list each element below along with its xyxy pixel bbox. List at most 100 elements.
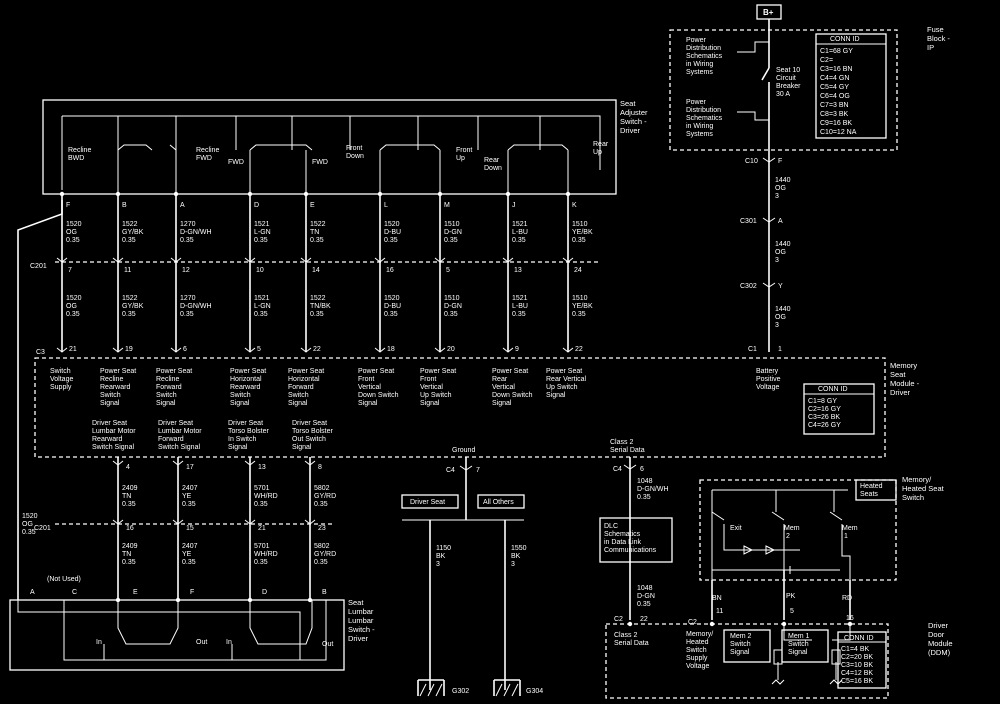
c201-pin: 16 <box>386 267 394 274</box>
svg-text:BK: BK <box>436 553 446 560</box>
svg-text:Lumbar: Lumbar <box>348 616 374 625</box>
door-module-serial-label: Class 2 Serial Data <box>614 632 649 647</box>
battery-chain: C10 F 1440 OG 3 C301 A 1440 OG 3 C302 Y … <box>740 158 791 353</box>
switch-pin-letter: D <box>254 202 259 209</box>
module-conn-row: C2=16 GY <box>808 406 841 413</box>
svg-text:Seat: Seat <box>348 598 364 607</box>
svg-text:3: 3 <box>775 193 779 200</box>
heated-mem2-label: Mem 2 <box>784 525 800 540</box>
svg-text:Rear: Rear <box>593 141 609 148</box>
wire-label-mid: D-GN/WH <box>180 303 212 310</box>
module-terminal <box>56 347 68 353</box>
module-lumbar-signal-label: Forward <box>158 436 184 443</box>
svg-text:Down: Down <box>346 153 364 160</box>
ground-pin: 7 <box>476 467 480 474</box>
c201-terminal <box>244 257 256 263</box>
module-signal-label: Rearward <box>230 384 260 391</box>
c1-pin: 1 <box>778 346 782 353</box>
module-c3-label: C3 <box>36 349 45 356</box>
wire-label-top: 1522 <box>310 221 326 228</box>
door-conn-row: C2=20 BK <box>841 654 873 661</box>
switch-pin-letter: E <box>310 202 315 209</box>
svg-text:1: 1 <box>844 533 848 540</box>
c301-label: C301 <box>740 218 757 225</box>
svg-text:Heated Seat: Heated Seat <box>902 484 945 493</box>
module-pin: 22 <box>575 346 583 353</box>
switch-pin <box>247 191 253 197</box>
svg-text:1048: 1048 <box>637 585 653 592</box>
wire-label-mid: TN/BK <box>310 303 331 310</box>
memory-seat-module-title: Memory Seat Module - Driver <box>890 361 920 397</box>
svg-text:in Wiring: in Wiring <box>686 61 713 68</box>
wire-label-mid: 0.35 <box>122 311 136 318</box>
switch-pin-letter: A <box>180 202 185 209</box>
fuse-conn-row: C7=3 BN <box>820 102 849 109</box>
ground-wire-labels: 1150 BK 3 1550 BK 3 <box>436 545 527 568</box>
svg-text:3: 3 <box>775 322 779 329</box>
module-signal-label: Front <box>358 376 374 383</box>
module-signal-label: Power Seat <box>100 368 136 375</box>
switch-pin-letter: M <box>444 202 450 209</box>
fuse-conn-row: C2= <box>820 57 833 64</box>
module-lumbar-signal-label: Lumbar Motor <box>92 428 136 435</box>
module-lumbar-signal-label: Lumbar Motor <box>158 428 202 435</box>
wire-label-mid: 1521 <box>512 295 528 302</box>
module-terminal <box>170 347 182 353</box>
svg-text:Recline: Recline <box>68 147 91 154</box>
door-module-conn-header: CONN ID <box>844 635 874 642</box>
wire-label-mid: 0.35 <box>444 311 458 318</box>
svg-text:Switch: Switch <box>788 641 809 648</box>
module-lower-terminal <box>112 460 124 466</box>
svg-text:E: E <box>133 589 138 596</box>
module-signal-label: Voltage <box>50 376 73 383</box>
ground-label: Ground <box>452 447 475 454</box>
svg-text:0.35: 0.35 <box>22 529 36 536</box>
ground-symbol-1 <box>417 679 445 697</box>
fuse-conn-row: C6=4 OG <box>820 93 850 100</box>
svg-text:Up: Up <box>593 149 602 156</box>
serial-pin: 6 <box>640 466 644 473</box>
wire-label-mid: 0.35 <box>384 311 398 318</box>
lumbar-pins: A C E F D B <box>30 589 327 596</box>
svg-text:BN: BN <box>712 595 722 602</box>
svg-text:Serial Data: Serial Data <box>614 640 649 647</box>
c201-pin: 5 <box>446 267 450 274</box>
module-pin: 21 <box>69 346 77 353</box>
ground-g304: G304 <box>526 688 543 695</box>
module-terminal <box>112 347 124 353</box>
svg-text:Serial Data: Serial Data <box>610 447 645 454</box>
c201-lower-pin: 15 <box>186 525 194 532</box>
wire-label-top: 0.35 <box>180 237 194 244</box>
wire-label-top: 0.35 <box>254 237 268 244</box>
c201-label: C201 <box>30 263 47 270</box>
module-signal-label: Rear <box>492 376 508 383</box>
svg-text:RD: RD <box>842 595 852 602</box>
mem2-signal-box <box>723 629 771 663</box>
svg-text:Battery: Battery <box>756 368 779 375</box>
switch-pin <box>437 191 443 197</box>
wire-label-top: 0.35 <box>572 237 586 244</box>
svg-text:1520: 1520 <box>22 513 38 520</box>
wire-label-top: L-GN <box>254 229 271 236</box>
battery-positive-label: Battery Positive Voltage <box>756 368 781 391</box>
svg-text:Door: Door <box>928 630 945 639</box>
serial-data-label: Class 2 Serial Data <box>610 439 645 454</box>
svg-text:FWD: FWD <box>228 159 244 166</box>
svg-text:FWD: FWD <box>312 159 328 166</box>
c201-terminal <box>502 257 514 263</box>
module-lumbar-signal-label: Driver Seat <box>292 420 327 427</box>
fuse-conn-row: C10=12 NA <box>820 129 857 136</box>
module-pin: 5 <box>257 346 261 353</box>
module-lower-terminal <box>304 460 316 466</box>
wire-label-mid: 1520 <box>66 295 82 302</box>
door-conn-row: C4=12 BK <box>841 670 873 677</box>
module-signal-label: Switch <box>156 392 177 399</box>
svg-text:OG: OG <box>775 249 786 256</box>
svg-text:Switch: Switch <box>730 641 751 648</box>
module-terminal <box>562 347 574 353</box>
lumbar-wire-label-bottom: 2409 <box>122 543 138 550</box>
svg-text:3: 3 <box>436 561 440 568</box>
svg-text:Memory/: Memory/ <box>686 631 713 638</box>
module-signal-label: Signal <box>546 392 566 399</box>
mem1-signal-box <box>781 629 829 663</box>
